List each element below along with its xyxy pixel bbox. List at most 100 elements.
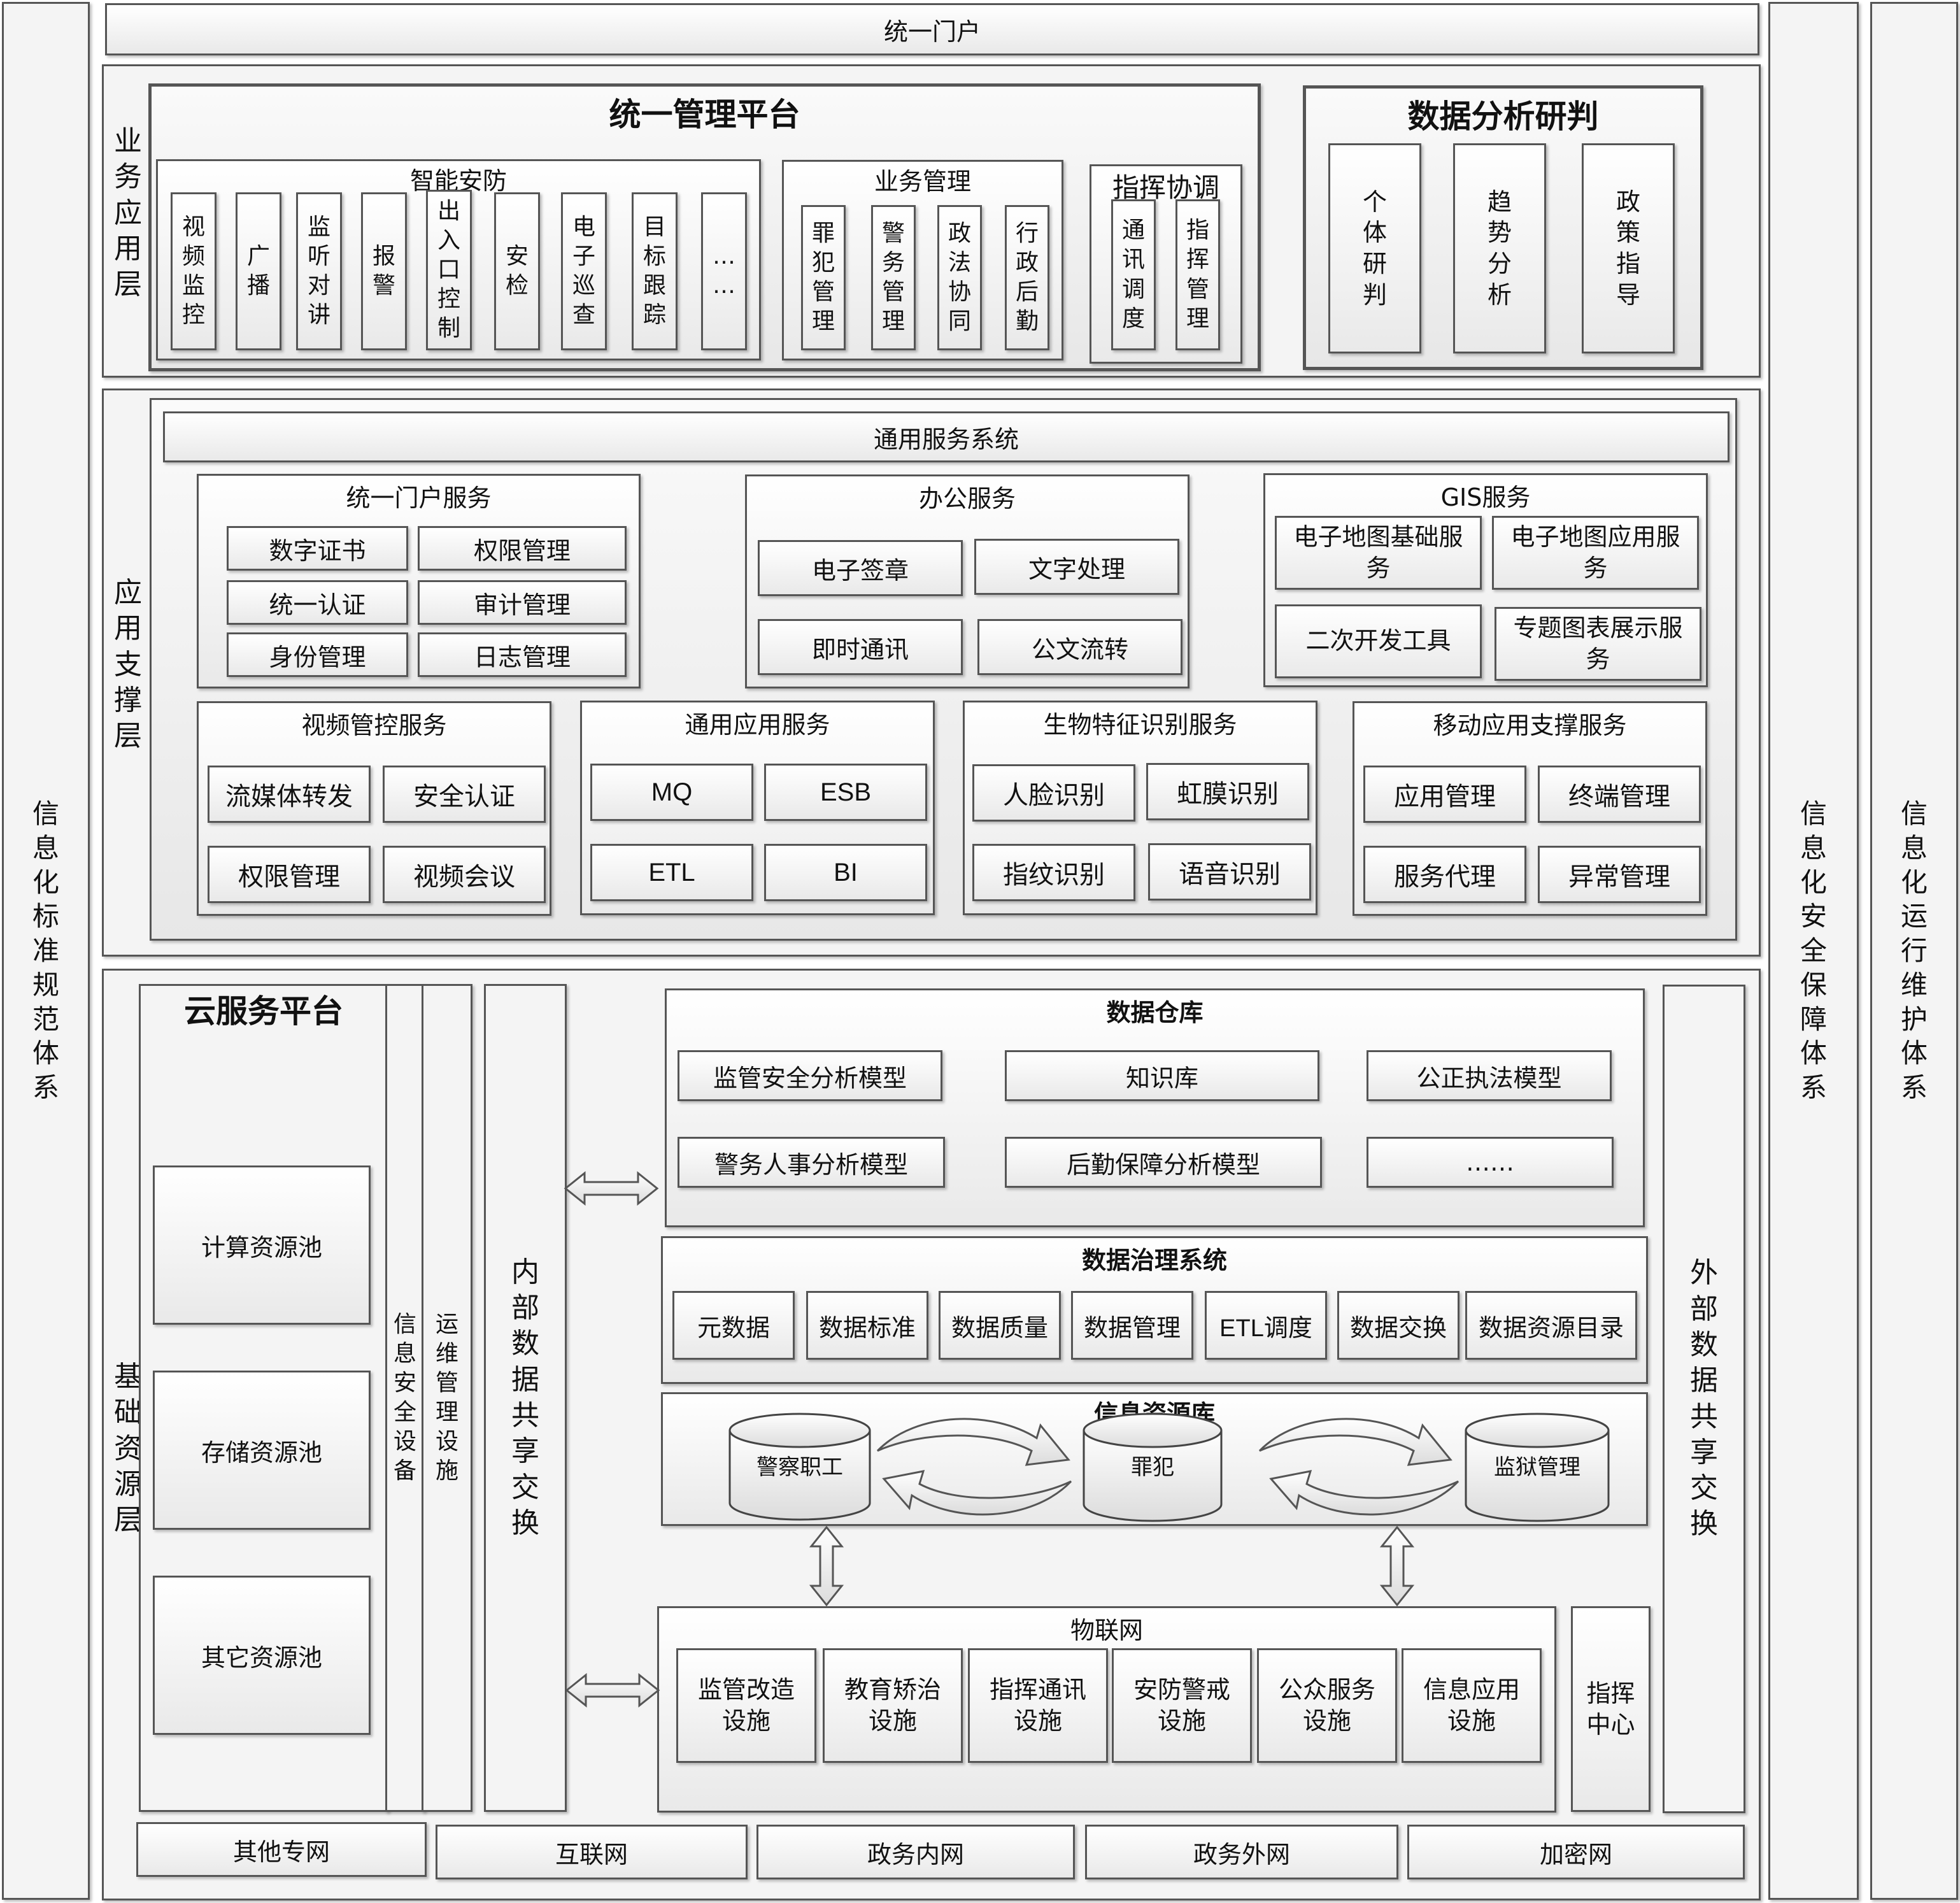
data-governance-item-3-label: 数据管理	[1083, 1313, 1181, 1342]
portal-service-item-1: 权限管理	[418, 526, 627, 571]
security-assurance-label: 信息化安全保障体系	[1800, 798, 1827, 1104]
common-app-item-2: ETL	[590, 844, 753, 901]
unified-management-platform-title: 统一管理平台	[609, 96, 800, 133]
video-service-item-1: 安全认证	[383, 766, 546, 823]
gis-service-item-3-label: 专题图表展示服务	[1513, 613, 1683, 673]
business-mgmt-item-0-label: 罪犯管理	[811, 220, 835, 335]
network-4: 加密网	[1407, 1825, 1745, 1879]
smart-security-item-1: 广播	[236, 192, 281, 350]
portal-service-item-0: 数字证书	[227, 526, 408, 571]
smart-security-item-4: 出入口控制	[426, 190, 472, 350]
data-warehouse-item-4-label: 后勤保障分析模型	[1066, 1150, 1260, 1179]
iot-item-2-label: 指挥通讯设施	[989, 1675, 1086, 1735]
business-mgmt-item-3-label: 行政后勤	[1015, 220, 1039, 335]
analysis-item-1: 趋势分析	[1453, 143, 1546, 353]
smart-security-item-6: 电子巡查	[561, 192, 607, 350]
video-service-item-1-label: 安全认证	[413, 782, 515, 811]
iot-item-1: 教育矫治设施	[823, 1648, 963, 1763]
network-1: 互联网	[436, 1825, 748, 1879]
office-service-item-0: 电子签章	[758, 540, 963, 596]
vertical-double-arrow-icon	[1379, 1525, 1415, 1607]
network-1-label: 互联网	[555, 1840, 628, 1869]
common-app-item-0-label: MQ	[651, 778, 693, 806]
office-service-item-1-label: 文字处理	[1028, 555, 1125, 583]
network-3: 政务外网	[1085, 1825, 1398, 1879]
db-label-prison-mgmt: 监狱管理	[1494, 1455, 1580, 1480]
biometric-item-3-label: 语音识别	[1179, 860, 1281, 889]
iot-item-2: 指挥通讯设施	[968, 1648, 1108, 1763]
office-service-item-3-label: 公文流转	[1031, 635, 1128, 664]
iot-item-0-label: 监管改造设施	[697, 1675, 795, 1735]
video-service-item-3-label: 视频会议	[413, 862, 515, 892]
biometric-item-2: 指纹识别	[972, 844, 1135, 901]
common-app-item-1-label: ESB	[820, 778, 872, 806]
mobile-item-0: 应用管理	[1363, 766, 1526, 823]
network-2-label: 政务内网	[867, 1840, 964, 1869]
portal-service-item-4: 身份管理	[227, 632, 408, 677]
command-item-1: 指挥管理	[1175, 199, 1220, 350]
biometric-item-0: 人脸识别	[972, 764, 1135, 822]
gis-service-title: GIS服务	[1440, 483, 1531, 511]
iot-item-5-label: 信息应用设施	[1423, 1675, 1520, 1735]
command-item-0-label: 通讯调度	[1121, 217, 1145, 332]
video-service-item-0-label: 流媒体转发	[225, 782, 353, 811]
data-governance-item-2: 数据质量	[939, 1291, 1061, 1360]
portal-service-item-0-label: 数字证书	[269, 536, 366, 565]
database-cylinder-police-staff	[728, 1430, 871, 1521]
standards-system-label: 信息化标准规范体系	[32, 798, 59, 1104]
gis-service-item-0-label: 电子地图基础服务	[1293, 522, 1463, 582]
cloud-service-platform-title: 云服务平台	[184, 993, 343, 1030]
network-2: 政务内网	[756, 1825, 1075, 1879]
smart-security-item-7: 目标跟踪	[632, 192, 678, 350]
business-mgmt-item-1-label: 警务管理	[881, 220, 905, 335]
smart-security-item-1-label: 广播	[246, 243, 270, 299]
network-0-label: 其他专网	[232, 1837, 330, 1866]
data-warehouse-item-4: 后勤保障分析模型	[1005, 1137, 1322, 1188]
biometric-item-1-label: 虹膜识别	[1177, 780, 1279, 809]
general-service-system-title-bar: 通用服务系统	[163, 411, 1729, 462]
video-service-item-2-label: 权限管理	[238, 862, 340, 892]
smart-security-item-6-label: 电子巡查	[572, 213, 595, 329]
database-cylinder-top	[1465, 1413, 1610, 1448]
resource-pool-0-label: 计算资源池	[201, 1233, 322, 1262]
iot-item-5: 信息应用设施	[1402, 1648, 1542, 1763]
internal-exchange-label: 内部数据共享交换	[511, 1255, 539, 1539]
resource-pool-2: 其它资源池	[153, 1576, 371, 1735]
iot-item-1-label: 教育矫治设施	[844, 1675, 941, 1735]
external-exchange-column: 外部数据共享交换	[1663, 985, 1745, 1813]
command-item-1-label: 指挥管理	[1186, 217, 1209, 332]
mobile-item-2-label: 服务代理	[1394, 862, 1496, 892]
command-center-label: 指挥中心	[1586, 1679, 1635, 1739]
analysis-item-2-label: 政策指导	[1616, 187, 1640, 309]
video-service-item-3: 视频会议	[383, 846, 546, 903]
database-cylinder-prison-mgmt	[1465, 1430, 1610, 1522]
mobile-item-2: 服务代理	[1363, 846, 1526, 903]
data-governance-item-0: 元数据	[672, 1291, 795, 1360]
data-warehouse-item-0: 监管安全分析模型	[678, 1050, 942, 1101]
business-mgmt-item-0: 罪犯管理	[801, 205, 846, 350]
data-governance-item-1-label: 数据标准	[818, 1313, 916, 1342]
data-governance-item-6: 数据资源目录	[1465, 1291, 1637, 1360]
business-mgmt-item-3: 行政后勤	[1005, 205, 1049, 350]
business-management-title: 业务管理	[874, 167, 971, 196]
office-service-item-3: 公文流转	[977, 619, 1182, 675]
biometric-item-3: 语音识别	[1148, 843, 1311, 901]
data-warehouse-title: 数据仓库	[1106, 999, 1204, 1027]
portal-service-item-5-label: 日志管理	[473, 643, 571, 671]
common-app-item-3-label: BI	[834, 858, 858, 887]
double-arrow-icon	[564, 1171, 659, 1206]
smart-security-item-8: ……	[701, 192, 747, 350]
office-service-title: 办公服务	[918, 485, 1016, 513]
smart-security-item-3: 报警	[361, 192, 407, 350]
standards-system-column: 信息化标准规范体系	[2, 2, 90, 1900]
office-service-item-2-label: 即时通讯	[811, 635, 909, 664]
security-assurance-column: 信息化安全保障体系	[1768, 2, 1859, 1900]
biometric-item-1: 虹膜识别	[1146, 763, 1309, 820]
mobile-item-3-label: 异常管理	[1568, 862, 1670, 892]
business-mgmt-item-2-label: 政法协同	[948, 220, 971, 335]
operations-maintenance-column: 信息化运行维护体系	[1870, 2, 1958, 1900]
data-governance-item-4: ETL调度	[1205, 1291, 1327, 1360]
video-service-title: 视频管控服务	[301, 711, 447, 739]
iot-item-3-label: 安防警戒设施	[1133, 1675, 1230, 1735]
